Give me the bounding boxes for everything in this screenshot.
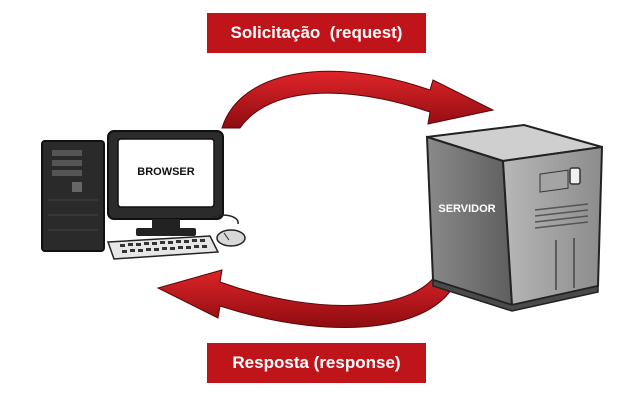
response-arrow <box>156 267 461 328</box>
server-label: SERVIDOR <box>438 203 495 215</box>
request-arrow <box>221 70 495 129</box>
request-label: Solicitação (request) <box>207 13 426 53</box>
mouse <box>211 214 246 247</box>
response-label: Resposta (response) <box>207 343 426 383</box>
client-computer: BROWSER <box>41 130 246 260</box>
monitor: BROWSER <box>107 130 224 236</box>
desktop-tower <box>41 140 105 252</box>
server: SERVIDOR <box>425 123 604 312</box>
keyboard <box>106 235 220 260</box>
browser-label: BROWSER <box>137 166 195 178</box>
